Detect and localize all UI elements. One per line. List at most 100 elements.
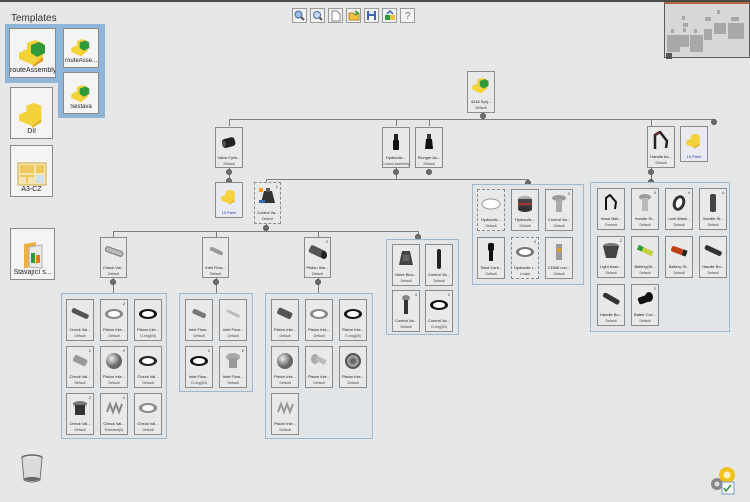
template-routeasse[interactable]: routeAsse... bbox=[63, 28, 99, 68]
node-inlet-flow[interactable]: Inlet Flow... Default bbox=[202, 237, 229, 278]
node-control-valve[interactable]: 1 Control Va... Default bbox=[254, 182, 281, 224]
valve-part-icon bbox=[192, 308, 206, 319]
node-config: Default bbox=[74, 428, 86, 432]
new-document-icon bbox=[331, 10, 340, 21]
node-handle-st-1[interactable]: 4 Handle St... Default bbox=[626, 186, 661, 230]
node-check-val-4[interactable]: 2 Check Val... Default bbox=[61, 391, 96, 435]
node-inlet-flow-1[interactable]: Inlet Flow... Default bbox=[185, 299, 213, 341]
node-light-assembly[interactable]: 2 Light Asse... Default bbox=[592, 234, 627, 278]
node-check-valve[interactable]: Check Val... Default bbox=[100, 237, 127, 278]
node-config: Default bbox=[311, 272, 324, 276]
node-hydraulic-i[interactable]: 4 Hydraulic I... Lmake bbox=[506, 235, 541, 279]
save-icon bbox=[367, 11, 376, 20]
node-piston-2[interactable]: Piston Inle... Default bbox=[305, 299, 333, 341]
settings-gear-icon[interactable] bbox=[708, 464, 740, 496]
o-ring-part-icon bbox=[190, 356, 208, 366]
node-twist-control[interactable]: Twist Cont... Default bbox=[477, 237, 505, 279]
node-config: Default bbox=[74, 334, 86, 338]
template-sestava[interactable]: Sestava bbox=[63, 72, 99, 114]
node-name: Control Va... bbox=[395, 318, 417, 323]
node-plunger-assembly[interactable]: Plunger As... Default bbox=[415, 127, 443, 168]
template-label: routeAsse... bbox=[64, 58, 97, 64]
node-battery-st[interactable]: Battery St... Default bbox=[665, 236, 693, 278]
node-check-val-3[interactable]: Check Val... Default bbox=[134, 346, 162, 388]
node-config: Default bbox=[313, 381, 325, 385]
node-config: Default bbox=[655, 161, 667, 165]
node-valve-cylinder[interactable]: Valve Cylin... Default bbox=[215, 127, 243, 168]
node-piston-inle-3[interactable]: 2 Piston Inle... Default bbox=[95, 344, 130, 388]
node-battery-hi[interactable]: Battery(Hi... Default bbox=[631, 236, 659, 278]
node-piston-inle-1[interactable]: 2 Piston Inle... Default bbox=[95, 297, 130, 341]
node-name: Inlet Flow... bbox=[222, 327, 244, 332]
node-inlet-flow-4[interactable]: 2 Inlet Flow... Default bbox=[214, 344, 249, 388]
template-dil[interactable]: Díl bbox=[10, 87, 53, 139]
open-button[interactable] bbox=[346, 8, 361, 23]
minimap-resize-handle[interactable] bbox=[666, 53, 672, 59]
node-name: Control Va... bbox=[256, 210, 279, 215]
valve-part-icon bbox=[209, 246, 223, 256]
help-button[interactable]: ? bbox=[400, 8, 415, 23]
node-inlet-flow-3[interactable]: 2 Inlet Flow... O-ring(00) bbox=[180, 344, 215, 388]
node-config: Default bbox=[108, 381, 120, 385]
node-name: 4246 Sprj... bbox=[470, 99, 492, 104]
node-piston-5[interactable]: Piston Inle... Default bbox=[305, 346, 333, 388]
handle-part-icon bbox=[653, 131, 669, 149]
node-control-valve-3[interactable]: 3 Control Va... Default bbox=[540, 187, 575, 231]
node-batter-cover[interactable]: 2 Batter Cov... Default bbox=[626, 282, 661, 326]
node-check-val-1[interactable]: Check Val... Default bbox=[66, 299, 94, 341]
node-name: Hydraulic... bbox=[514, 217, 535, 222]
node-check-val-6[interactable]: Check Val... Default bbox=[134, 393, 162, 435]
node-lock-washer[interactable]: 4 Lock Wash... Default bbox=[660, 186, 695, 230]
node-piston-7[interactable]: Piston Inle... Default bbox=[271, 393, 299, 435]
node-name: Handle Bo... bbox=[599, 312, 622, 317]
node-hydraulic[interactable]: Hydraulic... Control Assembly bbox=[382, 127, 410, 168]
node-piston-inlet[interactable]: 2 Piston Inle... Default bbox=[298, 235, 333, 278]
cap-part-icon bbox=[226, 353, 240, 368]
existing-assembly-button[interactable]: Stávající s... bbox=[10, 228, 55, 280]
zoom-in-button[interactable] bbox=[292, 8, 307, 23]
node-piston-3[interactable]: Piston Inle... O-ring(00) bbox=[339, 299, 367, 341]
node-config: Default bbox=[707, 271, 719, 275]
node-name: Valve Bloc... bbox=[395, 272, 417, 277]
zoom-fit-button[interactable] bbox=[310, 8, 325, 23]
node-handle-bo-2[interactable]: Handle Bo... Default bbox=[597, 284, 625, 326]
main-toolbar: ? bbox=[292, 8, 415, 23]
valve-part-icon bbox=[71, 308, 89, 319]
bolt-part-icon bbox=[552, 195, 566, 212]
root-assembly-node[interactable]: 4246 Sprj... Default bbox=[467, 71, 495, 113]
node-hand-ball[interactable]: Hand Ball... Formed bbox=[597, 188, 625, 230]
node-cdm6-connector[interactable]: CDM6 con... Default bbox=[545, 237, 573, 279]
node-hydraulic-2[interactable]: Hydraulic... Default bbox=[511, 189, 539, 231]
node-piston-1[interactable]: Piston Inle... Default bbox=[271, 299, 299, 341]
template-routeassembly[interactable]: routeAssembly bbox=[9, 28, 56, 78]
trash-icon[interactable] bbox=[20, 454, 44, 484]
assembly-icon bbox=[472, 77, 489, 94]
template-a3-cz[interactable]: A3-CZ bbox=[10, 145, 53, 197]
minimap[interactable] bbox=[664, 2, 750, 59]
node-check-val-2[interactable]: 2 Check Val... Default bbox=[61, 344, 96, 388]
node-15-parts[interactable]: 15 Parts bbox=[680, 126, 708, 162]
arrange-button[interactable] bbox=[382, 8, 397, 23]
node-name: Handle St... bbox=[702, 216, 724, 221]
node-handle-st-2[interactable]: 4 Handle St... Default bbox=[694, 186, 729, 230]
new-button[interactable] bbox=[328, 8, 343, 23]
node-control-va-1[interactable]: Control Va... Default bbox=[425, 244, 453, 286]
node-control-va-3[interactable]: 2 Control Va... O-ring(00) bbox=[420, 288, 455, 332]
node-inlet-flow-2[interactable]: Inlet Flow... Default bbox=[219, 299, 247, 341]
node-handle-assembly[interactable]: Handle As... Default bbox=[647, 126, 675, 168]
node-name: Handle As... bbox=[650, 154, 672, 159]
node-name: 15 Parts bbox=[686, 154, 702, 159]
node-config: Default bbox=[279, 381, 291, 385]
node-valve-block[interactable]: Valve Bloc... Default bbox=[392, 244, 420, 286]
ball-part-icon bbox=[277, 353, 293, 369]
node-control-va-2[interactable]: 4 Control Va... Default bbox=[387, 288, 422, 332]
node-hydraulic-1[interactable]: Hydraulic... Default bbox=[477, 189, 505, 231]
node-piston-4[interactable]: Piston Inle... Default bbox=[271, 346, 299, 388]
node-handle-bo-1[interactable]: Handle Bo... Default bbox=[699, 236, 727, 278]
save-button[interactable] bbox=[364, 8, 379, 23]
node-piston-6[interactable]: Piston Inle... Default bbox=[339, 346, 367, 388]
node-10-parts[interactable]: 10 Parts bbox=[215, 182, 243, 218]
node-piston-inle-2[interactable]: Piston Inle... O-ring(00) bbox=[134, 299, 162, 341]
node-check-val-5[interactable]: 2 Check Val... Enclosed(0) bbox=[95, 391, 130, 435]
